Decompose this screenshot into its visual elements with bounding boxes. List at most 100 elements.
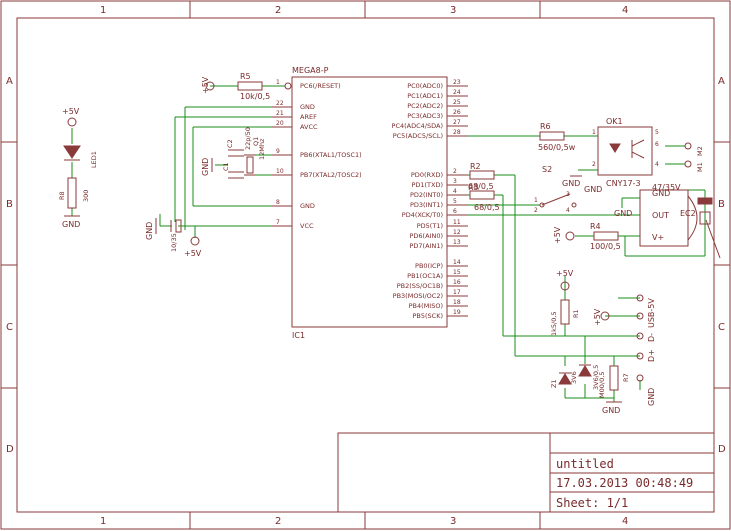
ic1-pin-number: 18 — [453, 299, 461, 306]
ic1-pin-name: PC6(/RESET) — [300, 82, 341, 90]
ec-electrolytic — [697, 197, 713, 205]
row-label-left: A — [6, 76, 13, 87]
ic1-pin-number: 3 — [453, 178, 457, 185]
row-label-left: B — [6, 199, 13, 210]
col-label-bottom: 2 — [275, 516, 281, 527]
ok1-name: OK1 — [606, 117, 623, 126]
row-label-right: D — [718, 444, 726, 455]
r4-value: 100/0,5 — [590, 242, 621, 251]
ic1-pin-name: PC1(ADC1) — [407, 92, 443, 100]
supply-p5v-r4-label: +5V — [553, 226, 562, 244]
s2-pin: 2 — [534, 207, 538, 214]
usb-pad-gnd2 — [636, 374, 644, 382]
usb-pad-gnd — [636, 294, 644, 302]
ic1-pin-name: GND — [300, 202, 315, 210]
ic1-pin-name: PD1(TXD) — [411, 181, 443, 189]
ec2-pin-vplus: V+ — [652, 233, 664, 242]
s2-pin: 3 — [566, 191, 570, 198]
ic1-pin-name: PB4(MISO) — [409, 302, 443, 310]
r6-value: 560/0,5w — [538, 143, 576, 152]
ic1-name: IC1 — [292, 331, 305, 340]
r5-value: 10k/0,5 — [240, 92, 270, 101]
ok1-pin: 5 — [655, 129, 659, 136]
ic1-pin-name: PC4(ADC4/SDA) — [392, 122, 443, 130]
ic1-pin-number: 10 — [276, 168, 284, 175]
ic1-pin-name: PC2(ADC2) — [407, 102, 443, 110]
supply-p5v-r1-label: +5V — [556, 269, 574, 278]
z1-zener — [558, 373, 572, 385]
row-label-left: C — [6, 322, 13, 333]
row-label-right: A — [718, 76, 725, 87]
ic1-pin-number: 5 — [453, 198, 457, 205]
ic1-pin-name: PD5(T1) — [417, 222, 443, 230]
q1-crystal — [246, 156, 254, 174]
supply-p5v-r1 — [560, 281, 570, 291]
r1-resistor — [560, 299, 570, 325]
col-label-bottom: 3 — [450, 516, 456, 527]
ic1-pin-number: 19 — [453, 309, 461, 316]
ic1-pin-number: 12 — [453, 229, 461, 236]
ic1-pin-number: 7 — [276, 219, 280, 226]
ec2-pin-out: OUT — [652, 211, 669, 220]
r2-value: 68/0,5 — [468, 182, 494, 191]
ic1-pin-name: AREF — [300, 113, 317, 121]
ec2-name: EC2 — [680, 209, 696, 218]
supply-p5v-led — [67, 117, 77, 127]
s2-switch — [541, 193, 571, 206]
ic1-value: MEGA8-P — [292, 66, 329, 75]
ic1-pin-number: 21 — [276, 110, 284, 117]
r3-value: 68/0,5 — [474, 203, 500, 212]
ic1-pin-number: 25 — [453, 99, 461, 106]
gnd-s2-label: GND — [562, 179, 580, 188]
ic1-pin-number: 8 — [276, 199, 280, 206]
title-block-datetime: 17.03.2013 00:48:49 — [556, 476, 693, 490]
r7-name: R7 — [622, 373, 630, 382]
s2-contact — [571, 202, 577, 208]
ic1-pin-name: AVCC — [300, 123, 318, 131]
supply-p5v-led-label: +5V — [62, 107, 80, 116]
r3-resistor — [469, 190, 495, 200]
r5-name: R5 — [240, 72, 251, 81]
ic1-pin-number: 16 — [453, 279, 461, 286]
ok1-pin: 2 — [592, 161, 596, 168]
ec2-lens-icon — [687, 195, 698, 241]
r7-value: M00/0,5 — [598, 372, 606, 398]
ok1-pin: 1 — [592, 129, 596, 136]
ic1-pin-name: GND — [300, 103, 315, 111]
usb-pad-dminus — [636, 332, 644, 340]
c-elec-value: 10/35 — [170, 233, 178, 252]
ic1-pin-number: 23 — [453, 79, 461, 86]
row-label-right: C — [718, 322, 725, 333]
m1-name: M1 — [696, 162, 704, 172]
usb-name: USB-5V — [647, 298, 656, 328]
ec2-window-icon — [699, 211, 711, 225]
ok1-optocoupler — [597, 126, 653, 176]
ic1-pin-number: 22 — [276, 100, 284, 107]
ic1-pin-number: 4 — [453, 188, 457, 195]
z2-zener — [578, 365, 592, 377]
supply-p5v-vcc-label: +5V — [184, 249, 202, 258]
ic1-pin-number: 9 — [276, 148, 280, 155]
ok1-led-icon — [609, 143, 621, 153]
r4-name: R4 — [590, 222, 601, 231]
ic1-pin-number: 2 — [453, 168, 457, 175]
s2-contact — [539, 202, 545, 208]
ec2-sensor — [639, 189, 689, 247]
row-label-right: B — [718, 199, 725, 210]
ic1-pin-name: PC0(ADC0) — [407, 82, 443, 90]
title-block-title: untitled — [556, 457, 614, 471]
r2-resistor — [469, 170, 495, 180]
ic1-pin-name: PD4(XCK/T0) — [402, 211, 443, 219]
ec-cap-value: 47/35V — [652, 183, 681, 192]
r1-name: R1 — [572, 309, 580, 318]
supply-p5v-usb-label: +5V — [593, 308, 602, 326]
ic1-pin-name: PB0(ICP) — [415, 262, 443, 270]
s2-pin: 1 — [534, 197, 538, 204]
z1-value: 3V6 — [570, 371, 578, 384]
ic1-pin-name: PD3(INT1) — [410, 201, 443, 209]
ic1-pin-name: PD2(INT0) — [410, 191, 443, 199]
ic1-pin-name: PC5(ADC5/SCL) — [393, 132, 443, 140]
gnd-r7-label: GND — [602, 406, 620, 415]
z1-name: Z1 — [550, 379, 558, 388]
